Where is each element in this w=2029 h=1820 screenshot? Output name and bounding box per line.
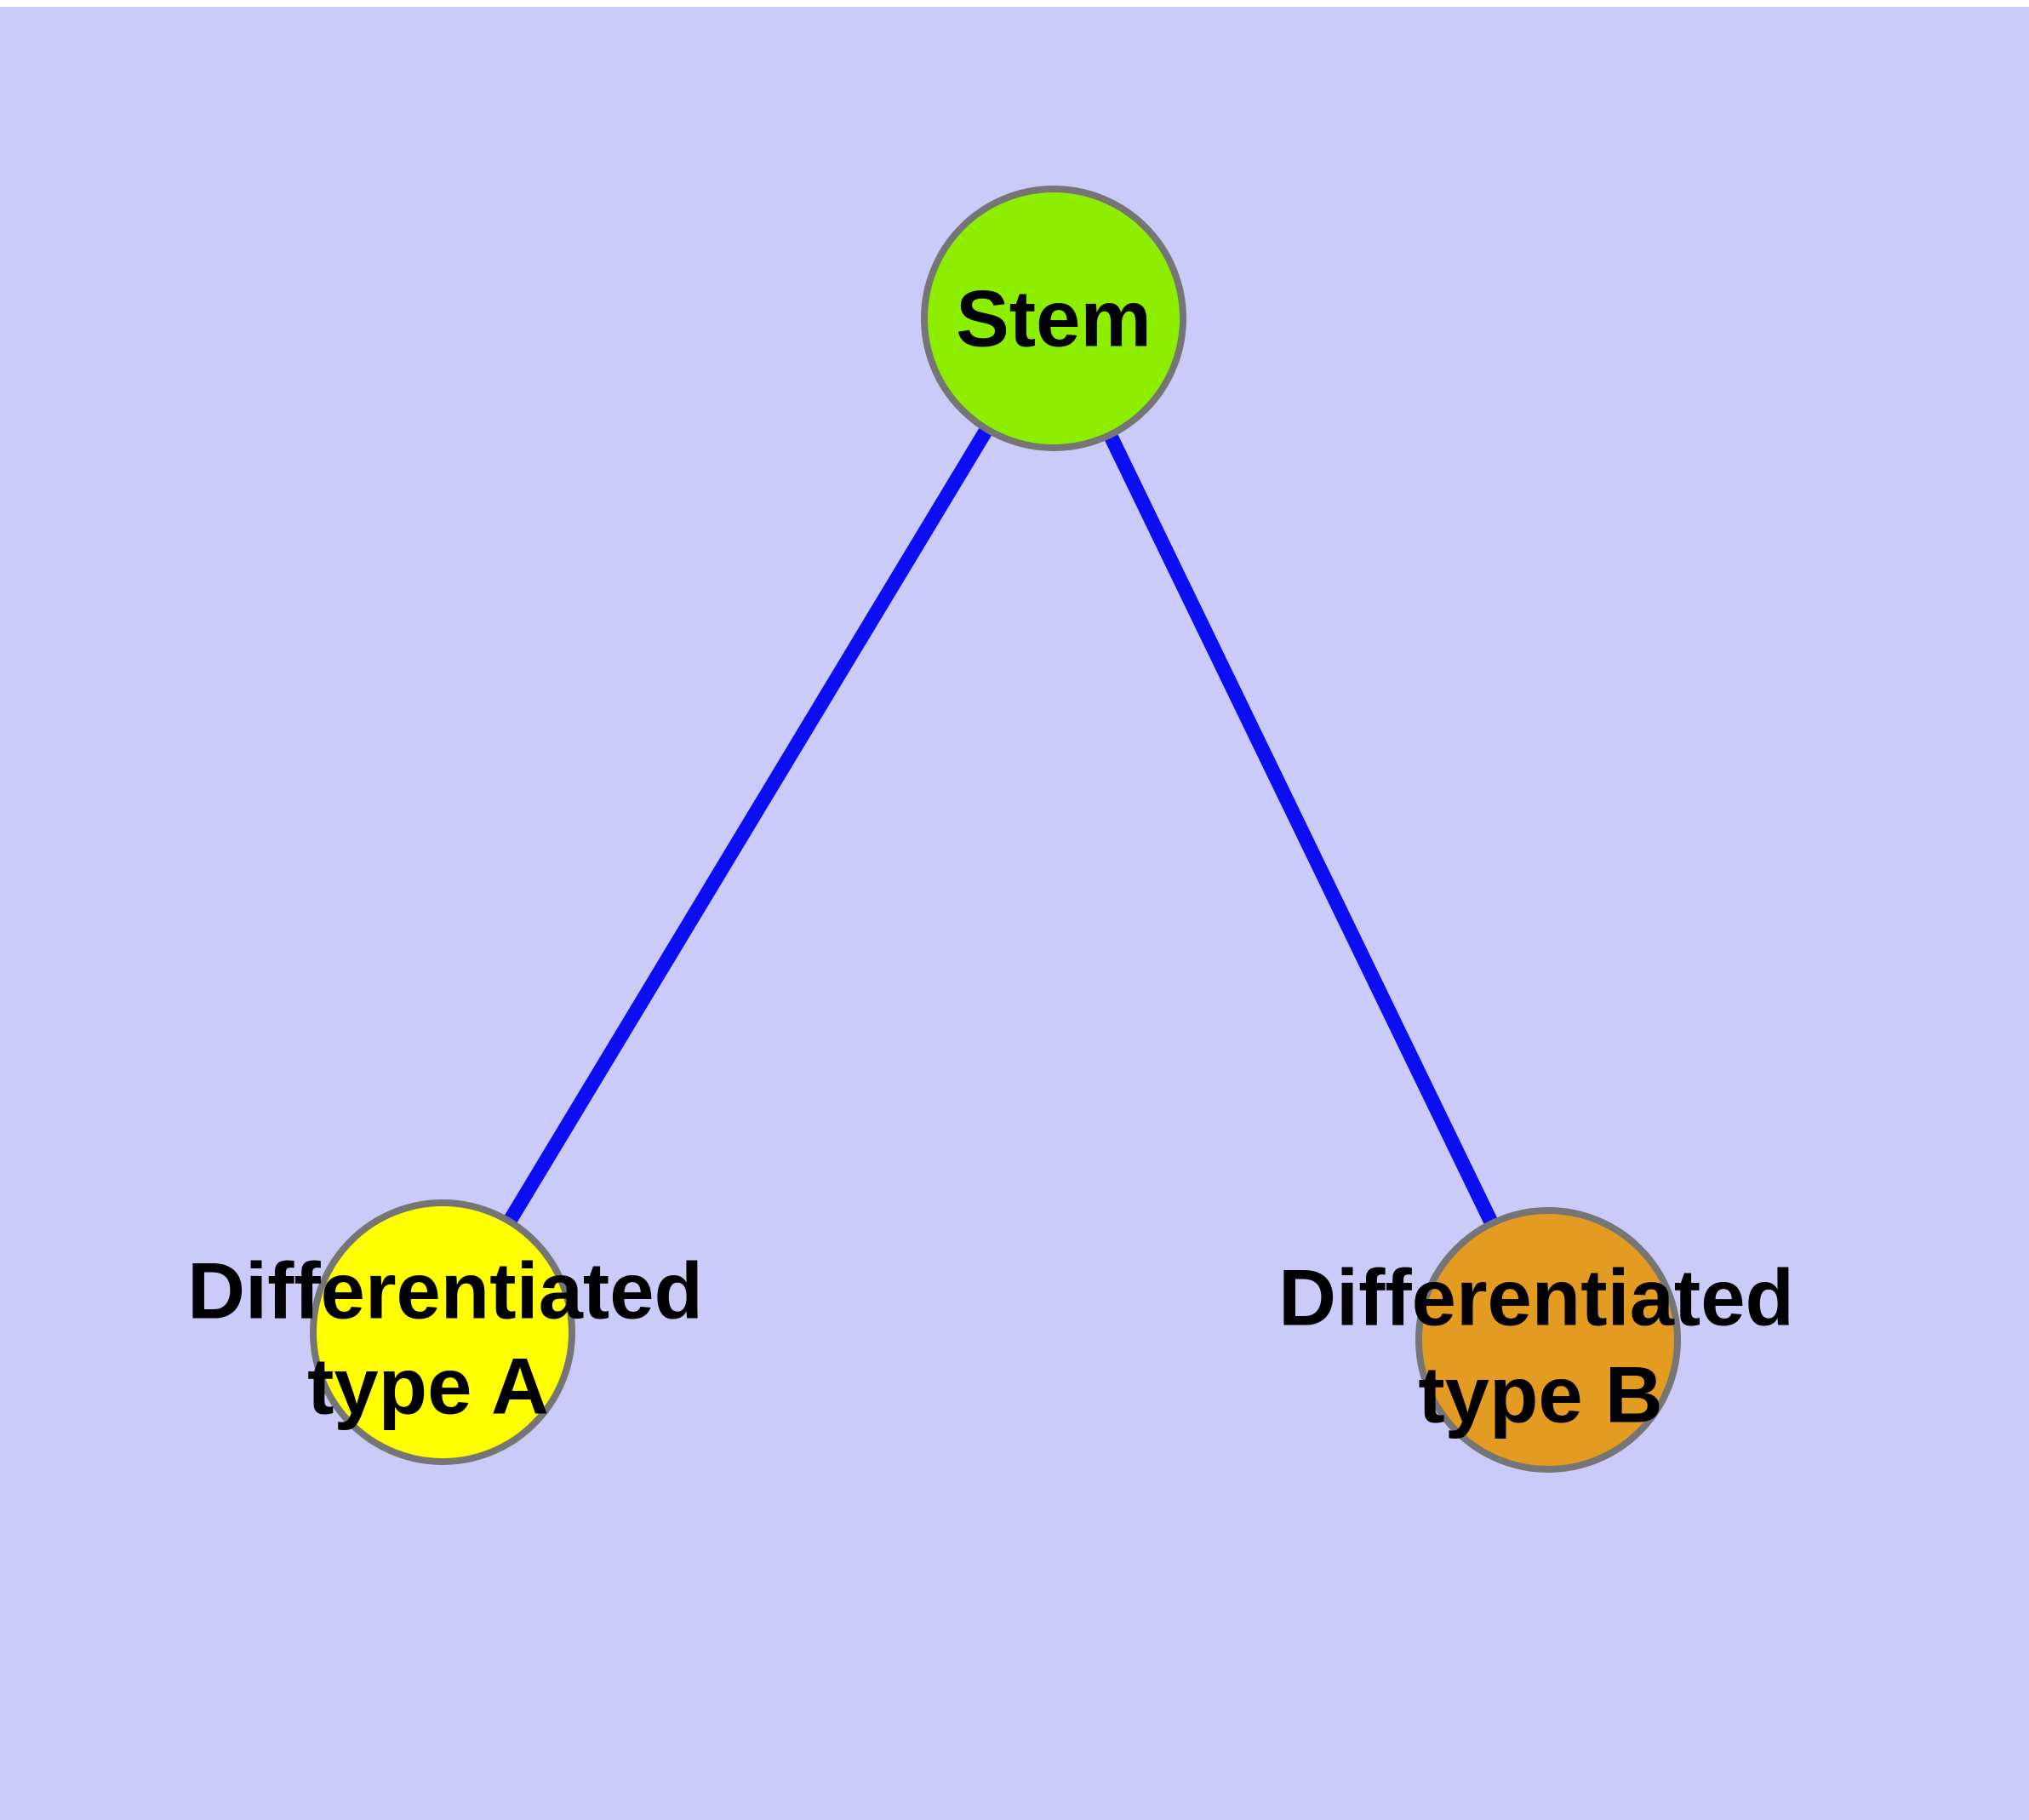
node-differentiated-type-b: Differentiated type B	[1278, 1207, 1794, 1473]
type-b-node-label-line1: Differentiated	[1278, 1253, 1794, 1342]
edge-stem-to-type-a	[436, 314, 1060, 1336]
stem-node-circle	[921, 186, 1186, 451]
stem-node-label: Stem	[956, 274, 1152, 363]
node-differentiated-type-a: Differentiated type A	[187, 1199, 703, 1465]
type-a-node-label-line2: type A	[307, 1342, 549, 1431]
type-a-node-circle	[310, 1199, 575, 1465]
node-stem: Stem	[921, 186, 1186, 451]
type-b-node-label-line2: type B	[1418, 1350, 1662, 1439]
edge-stem-to-type-b	[1047, 315, 1555, 1343]
type-b-node-circle	[1415, 1207, 1681, 1473]
type-a-node-label-line1: Differentiated	[187, 1246, 703, 1336]
